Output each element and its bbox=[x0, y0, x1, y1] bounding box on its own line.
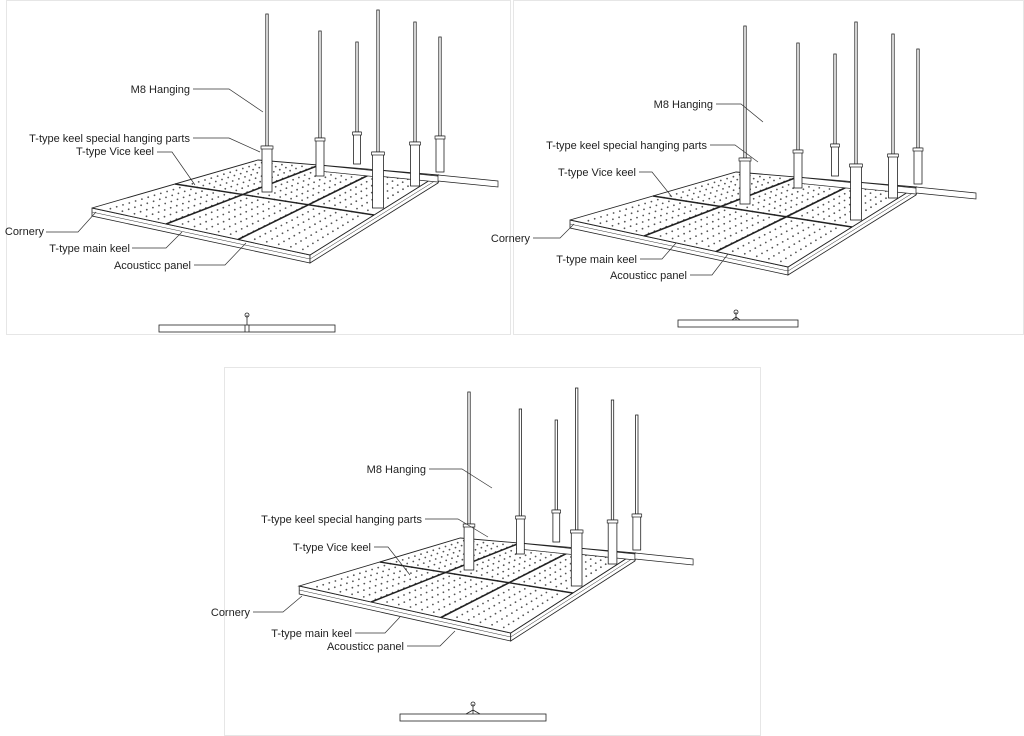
leader-m8-hanging bbox=[716, 103, 764, 123]
label-m8-hanging: M8 Hanging bbox=[367, 464, 426, 476]
label-cornery: Cornery bbox=[5, 226, 45, 238]
m8-hanging-rod bbox=[631, 414, 643, 551]
cornery-line bbox=[309, 178, 439, 260]
cornery-line bbox=[569, 223, 789, 272]
t-type-vice-keel bbox=[652, 195, 853, 228]
leader-vice-keel bbox=[639, 171, 673, 198]
leader-cornery bbox=[533, 223, 575, 239]
m8-hanging-rod bbox=[887, 33, 899, 199]
assembly-1 bbox=[91, 9, 499, 264]
label-cornery: Cornery bbox=[211, 607, 251, 619]
label-vice-keel: T-type Vice keel bbox=[293, 542, 371, 554]
leader-main-keel bbox=[132, 231, 183, 249]
label-main-keel: T-type main keel bbox=[556, 254, 637, 266]
section-detail-1 bbox=[158, 312, 336, 333]
m8-hanging-rod bbox=[462, 391, 476, 571]
m8-hanging-rod bbox=[314, 30, 326, 177]
label-special-parts: T-type keel special hanging parts bbox=[546, 140, 707, 152]
cornery-line bbox=[299, 589, 511, 638]
section-detail-3 bbox=[399, 701, 547, 722]
cornery-line bbox=[91, 211, 311, 260]
label-main-keel: T-type main keel bbox=[271, 628, 352, 640]
section-detail-2 bbox=[677, 309, 799, 328]
t-type-vice-keel bbox=[379, 561, 573, 594]
m8-hanging-rod bbox=[551, 419, 561, 543]
assembly-2 bbox=[569, 21, 977, 276]
cornery-line bbox=[510, 556, 636, 638]
m8-hanging-rod bbox=[515, 408, 526, 555]
leader-m8-hanging bbox=[193, 88, 264, 113]
leader-m8-hanging bbox=[429, 468, 493, 489]
label-cornery: Cornery bbox=[491, 233, 531, 245]
label-panel: Acousticc panel bbox=[114, 260, 191, 272]
m8-hanging-rod bbox=[570, 387, 584, 587]
special-hanging-part bbox=[632, 513, 642, 551]
m8-hanging-rod bbox=[371, 9, 385, 209]
label-special-parts: T-type keel special hanging parts bbox=[29, 133, 190, 145]
m8-hanging-rod bbox=[409, 21, 421, 187]
label-panel: Acousticc panel bbox=[610, 270, 687, 282]
leader-vice-keel bbox=[157, 151, 196, 186]
leader-main-keel bbox=[640, 242, 677, 260]
leader-cornery bbox=[46, 211, 97, 233]
label-panel: Acousticc panel bbox=[327, 641, 404, 653]
m8-hanging-rod bbox=[912, 48, 924, 185]
leader-panel bbox=[690, 253, 729, 276]
label-m8-hanging: M8 Hanging bbox=[131, 84, 190, 96]
t-rail bbox=[915, 186, 977, 200]
leader-main-keel bbox=[355, 616, 401, 634]
m8-hanging-rod bbox=[434, 36, 446, 173]
t-type-vice-keel bbox=[174, 183, 375, 216]
m8-hanging-rod bbox=[792, 42, 804, 189]
t-rail bbox=[634, 552, 694, 566]
label-main-keel: T-type main keel bbox=[49, 243, 130, 255]
label-special-parts: T-type keel special hanging parts bbox=[261, 514, 422, 526]
m8-hanging-rod bbox=[830, 53, 840, 177]
leader-panel bbox=[194, 242, 247, 266]
leader-special-parts bbox=[425, 518, 489, 538]
m8-hanging-rod bbox=[260, 13, 274, 193]
keel-grid bbox=[370, 542, 578, 619]
special-hanging-part bbox=[607, 519, 618, 565]
m8-hanging-rod bbox=[352, 41, 362, 165]
m8-hanging-rod bbox=[849, 21, 863, 221]
assembly-3 bbox=[297, 387, 694, 642]
special-hanging-part bbox=[516, 515, 525, 555]
panel-perforations bbox=[109, 161, 424, 251]
frame-top-left bbox=[6, 0, 511, 335]
keel-grid bbox=[643, 176, 857, 253]
special-hanging-part bbox=[463, 523, 475, 571]
cornery-line bbox=[787, 190, 917, 272]
special-hanging-part bbox=[552, 509, 561, 543]
leader-panel bbox=[407, 630, 456, 647]
m8-hanging-rod bbox=[606, 399, 619, 565]
extended-rails bbox=[796, 176, 977, 200]
leader-special-parts bbox=[710, 144, 759, 163]
leader-cornery bbox=[253, 595, 303, 613]
panel-perforations bbox=[316, 539, 622, 629]
label-m8-hanging: M8 Hanging bbox=[654, 99, 713, 111]
m8-hanging-rod bbox=[738, 25, 752, 205]
leader-vice-keel bbox=[374, 546, 411, 576]
leader-special-parts bbox=[193, 137, 261, 153]
label-vice-keel: T-type Vice keel bbox=[76, 146, 154, 158]
label-vice-keel: T-type Vice keel bbox=[558, 167, 636, 179]
special-hanging-part bbox=[570, 529, 583, 587]
keel-grid bbox=[165, 164, 379, 241]
t-rail bbox=[437, 174, 499, 188]
